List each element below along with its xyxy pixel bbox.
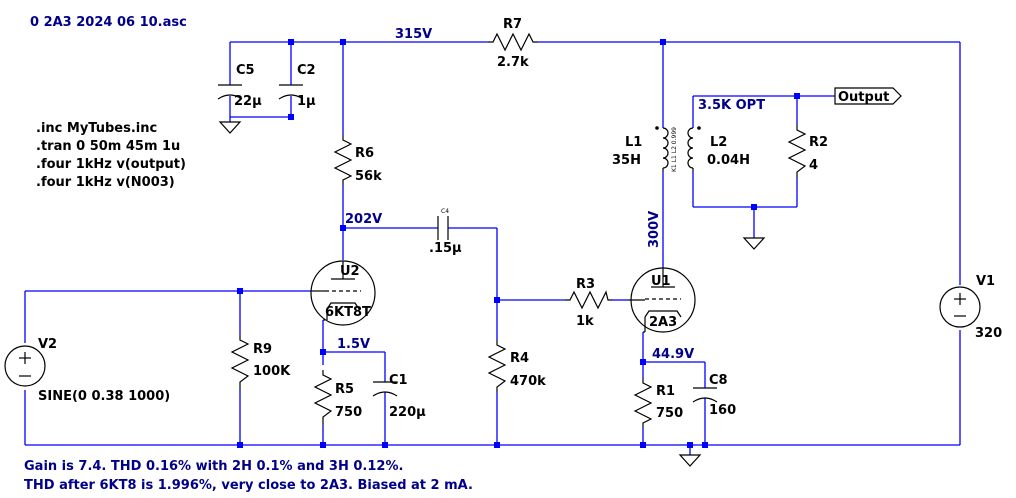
u1-cathode-voltage-label: 44.9V [652, 347, 694, 362]
transformer-note: K1 L1 L2 0.999 [671, 127, 678, 172]
spice-directive: .four 1kHz v(output) [36, 157, 186, 172]
ground-symbol-secondary [742, 237, 766, 250]
v2-value: SINE(0 0.38 1000) [38, 389, 170, 404]
resistor-r7[interactable] [488, 32, 538, 52]
spice-directive: .four 1kHz v(N003) [36, 175, 175, 190]
v2-name: V2 [38, 337, 57, 352]
u2-model: 6KT8T [325, 305, 371, 320]
r6-value: 56k [355, 169, 382, 184]
r2-name: R2 [809, 135, 828, 150]
b-plus-voltage-label: 315V [395, 27, 432, 42]
r1-name: R1 [656, 384, 675, 399]
u2-plate-voltage-label: 202V [345, 212, 382, 227]
resistor-r1[interactable] [633, 378, 653, 428]
capacitor-c4[interactable] [437, 216, 449, 240]
r1-value: 750 [656, 406, 683, 421]
ground-symbol-c5 [218, 121, 242, 134]
capacitor-c1[interactable] [372, 381, 398, 397]
output-port-label: Output [838, 90, 889, 105]
u2-name: U2 [340, 264, 360, 279]
resistor-r2[interactable] [787, 125, 807, 178]
c5-value: 22µ [234, 94, 262, 109]
u2-cathode-voltage-label: 1.5V [337, 337, 370, 352]
c4-value: .15µ [429, 241, 462, 256]
r7-value: 2.7k [497, 55, 529, 70]
analysis-note: THD after 6KT8 is 1.996%, very close to … [24, 478, 473, 493]
voltage-source-v1[interactable] [939, 286, 981, 328]
r3-value: 1k [576, 314, 594, 329]
c1-name: C1 [389, 373, 408, 388]
resistor-r5[interactable] [313, 370, 333, 425]
spice-directive: .tran 0 50m 45m 1u [36, 139, 180, 154]
resistor-r6[interactable] [333, 135, 353, 185]
r3-name: R3 [576, 277, 595, 292]
r5-value: 750 [335, 405, 362, 420]
ground-symbol-main [678, 454, 702, 467]
c1-value: 220µ [389, 405, 426, 420]
v1-name: V1 [976, 274, 995, 289]
r4-value: 470k [510, 374, 546, 389]
l1-name: L1 [625, 135, 642, 150]
output-transformer[interactable]: K1 L1 L2 0.999 [655, 126, 701, 172]
u1-plate-voltage-label: 300V [647, 211, 662, 248]
c2-value: 1µ [297, 94, 316, 109]
tube-u2[interactable] [310, 260, 376, 326]
wires [24, 41, 961, 455]
r4-name: R4 [510, 351, 529, 366]
opt-label: 3.5K OPT [698, 98, 765, 113]
c5-name: C5 [236, 63, 255, 78]
junctions [237, 39, 800, 448]
r7-name: R7 [503, 17, 522, 32]
u1-model: 2A3 [649, 315, 677, 330]
r9-name: R9 [253, 342, 272, 357]
l2-value: 0.04H [707, 153, 750, 168]
resistor-r3[interactable] [565, 290, 612, 310]
r5-name: R5 [335, 382, 354, 397]
analysis-note: Gain is 7.4. THD 0.16% with 2H 0.1% and … [24, 459, 403, 474]
r9-value: 100K [253, 364, 291, 379]
capacitor-c5[interactable] [217, 84, 243, 100]
l2-name: L2 [710, 135, 727, 150]
capacitor-c2[interactable] [278, 84, 304, 100]
l1-value: 35H [612, 153, 641, 168]
schematic-title: 0 2A3 2024 06 10.asc [30, 15, 187, 30]
tube-u1[interactable] [628, 267, 696, 333]
r2-value: 4 [809, 158, 818, 173]
c2-name: C2 [297, 63, 316, 78]
c8-name: C8 [709, 373, 728, 388]
c4-flag: C4 [441, 208, 449, 215]
capacitor-c8[interactable] [692, 387, 718, 403]
v1-value: 320 [975, 326, 1002, 341]
resistor-r9[interactable] [230, 335, 250, 390]
voltage-source-v2[interactable] [4, 345, 46, 387]
c8-value: 160 [709, 403, 736, 418]
spice-directive: .inc MyTubes.inc [36, 121, 157, 136]
r6-name: R6 [355, 146, 374, 161]
resistor-r4[interactable] [487, 340, 507, 392]
u1-name: U1 [651, 274, 671, 289]
output-port[interactable]: Output [834, 87, 902, 105]
